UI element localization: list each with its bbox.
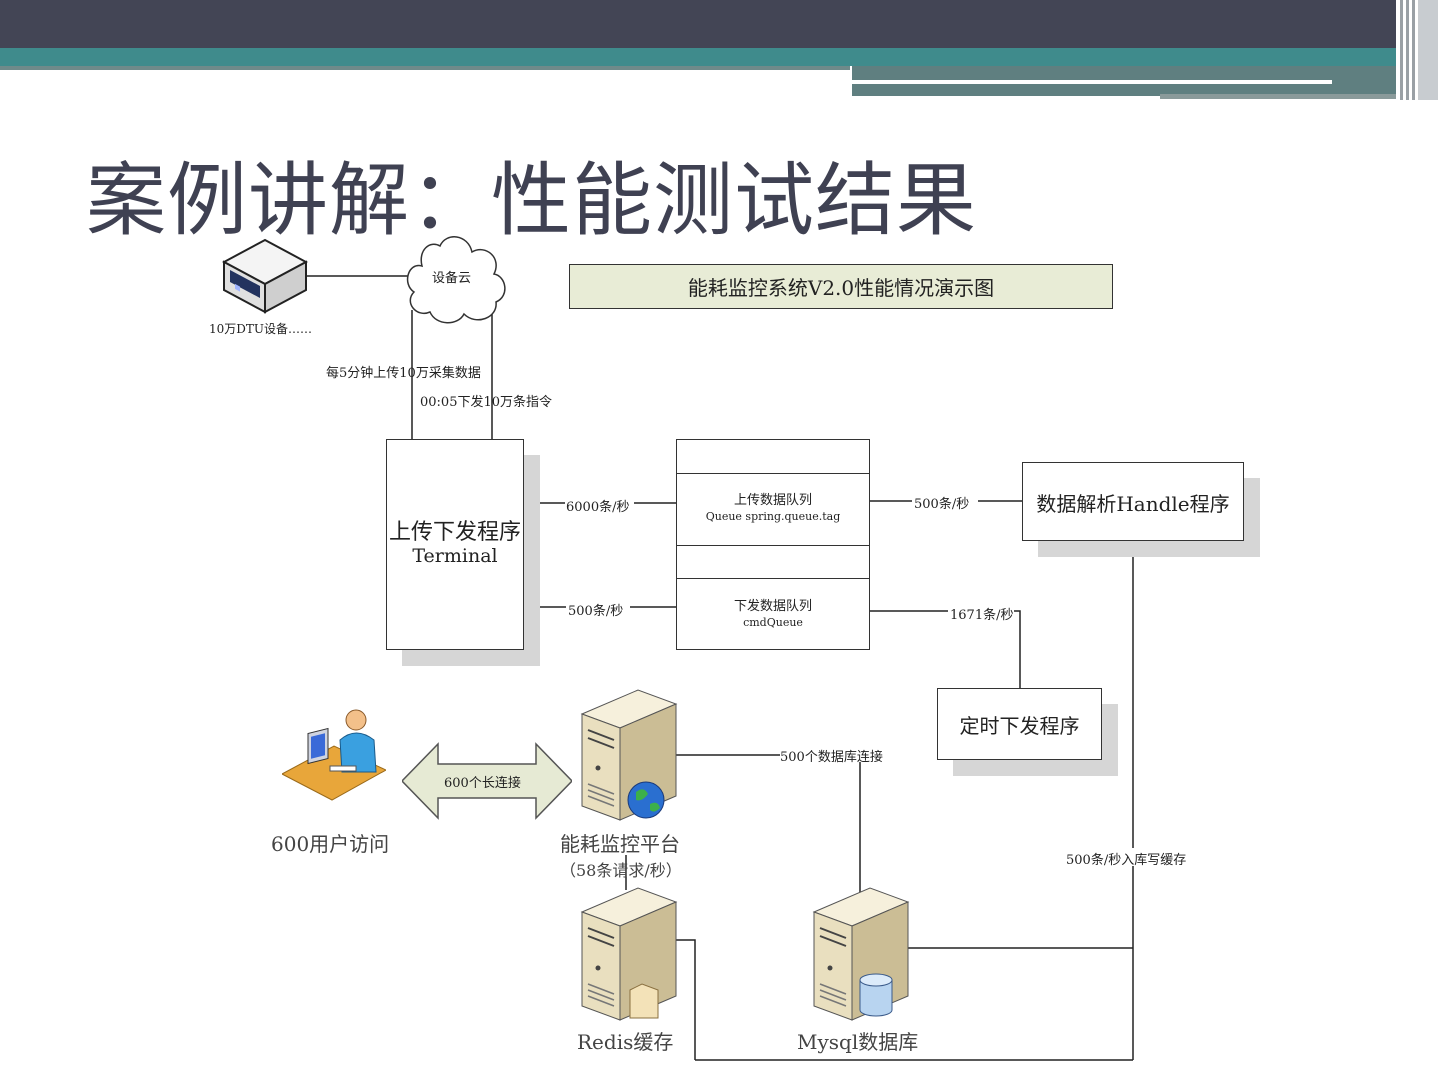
dtu-device-label: 10万DTU设备…… [209,322,313,336]
edge-label-upload-to-handle: 500条/秒 [914,497,970,512]
diagram-legend: 能耗监控系统V2.0性能情况演示图 [687,276,995,300]
redis-label: Redis缓存 [577,1030,674,1054]
server-icon [576,886,680,1026]
web-server-icon [576,688,680,826]
scheduler-box [937,688,1102,760]
edge-label-db-connections: 500个数据库连接 [780,750,883,765]
handle-label: 数据解析Handle程序 [1036,492,1230,516]
edge-label-long-connections: 600个长连接 [444,776,521,791]
queue-stack [676,439,870,650]
platform-label: 能耗监控平台 [560,832,680,856]
page-title: 案例讲解：性能测试结果 [86,154,977,247]
diagram-legend-box [569,264,1113,309]
edge-label-terminal-to-upload: 6000条/秒 [566,500,630,515]
device-cloud-label: 设备云 [432,271,472,286]
edge-label-handle-to-storage: 500条/秒入库写缓存 [1066,853,1187,868]
platform-sublabel: （58条请求/秒） [560,861,682,880]
header-decoration [0,0,1440,100]
user-workstation-icon [280,706,388,810]
upload-queue-label: 上传数据队列 [733,493,812,508]
scheduler-label: 定时下发程序 [959,714,1080,738]
database-server-icon [808,886,912,1026]
download-queue-name: cmdQueue [743,616,803,629]
edge-label-scheduler-to-download: 1671条/秒 [950,608,1014,623]
dtu-device-icon [221,238,309,320]
edge-label-download-cmd: 00:05下发10万条指令 [420,395,553,410]
user-label: 600用户访问 [271,832,390,856]
terminal-sublabel: Terminal [412,545,498,567]
terminal-label: 上传下发程序 [388,520,521,545]
mysql-label: Mysql数据库 [797,1030,919,1054]
download-queue-label: 下发数据队列 [733,599,812,614]
edge-label-upload-data: 每5分钟上传10万采集数据 [326,366,481,381]
edge-label-download-to-terminal: 500条/秒 [568,604,624,619]
cloud-icon [398,222,510,334]
terminal-box [386,439,524,650]
upload-queue-name: Queue spring.queue.tag [705,510,841,523]
handle-box [1022,462,1244,541]
